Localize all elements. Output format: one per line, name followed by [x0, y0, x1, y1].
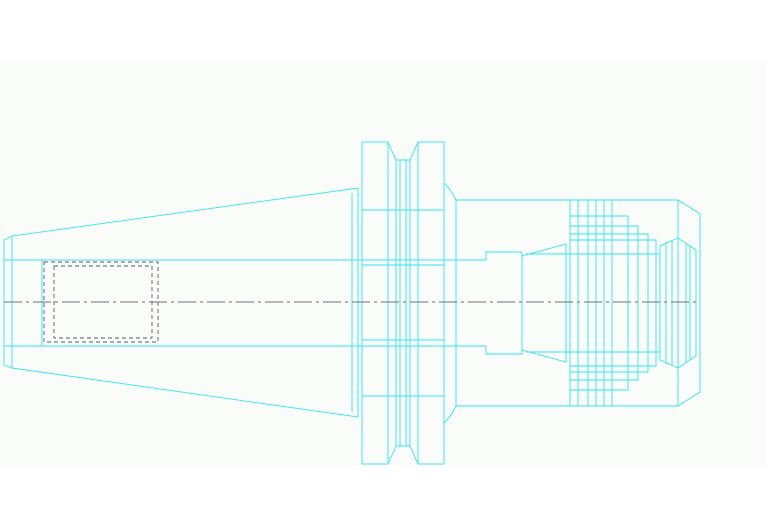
body-outline — [443, 182, 571, 424]
nut-inner-bevel — [659, 237, 697, 369]
collet-cone — [521, 243, 567, 363]
collet-nut — [570, 199, 701, 407]
nut-outline — [570, 199, 701, 407]
nut-step-3 — [570, 233, 649, 373]
taper-shank — [3, 187, 362, 418]
drawing-panel — [0, 60, 767, 465]
body-step — [485, 251, 523, 355]
nut-step-4 — [570, 239, 657, 367]
flange — [361, 141, 445, 465]
panel-background — [0, 60, 767, 465]
nut-step-2 — [570, 225, 639, 381]
flange-left-block — [361, 141, 389, 465]
flange-right-block — [417, 141, 445, 465]
v-groove-top — [387, 141, 419, 161]
tool-holder-drawing — [0, 60, 767, 465]
v-groove-bottom — [387, 445, 419, 465]
nut-step-1 — [570, 215, 629, 391]
